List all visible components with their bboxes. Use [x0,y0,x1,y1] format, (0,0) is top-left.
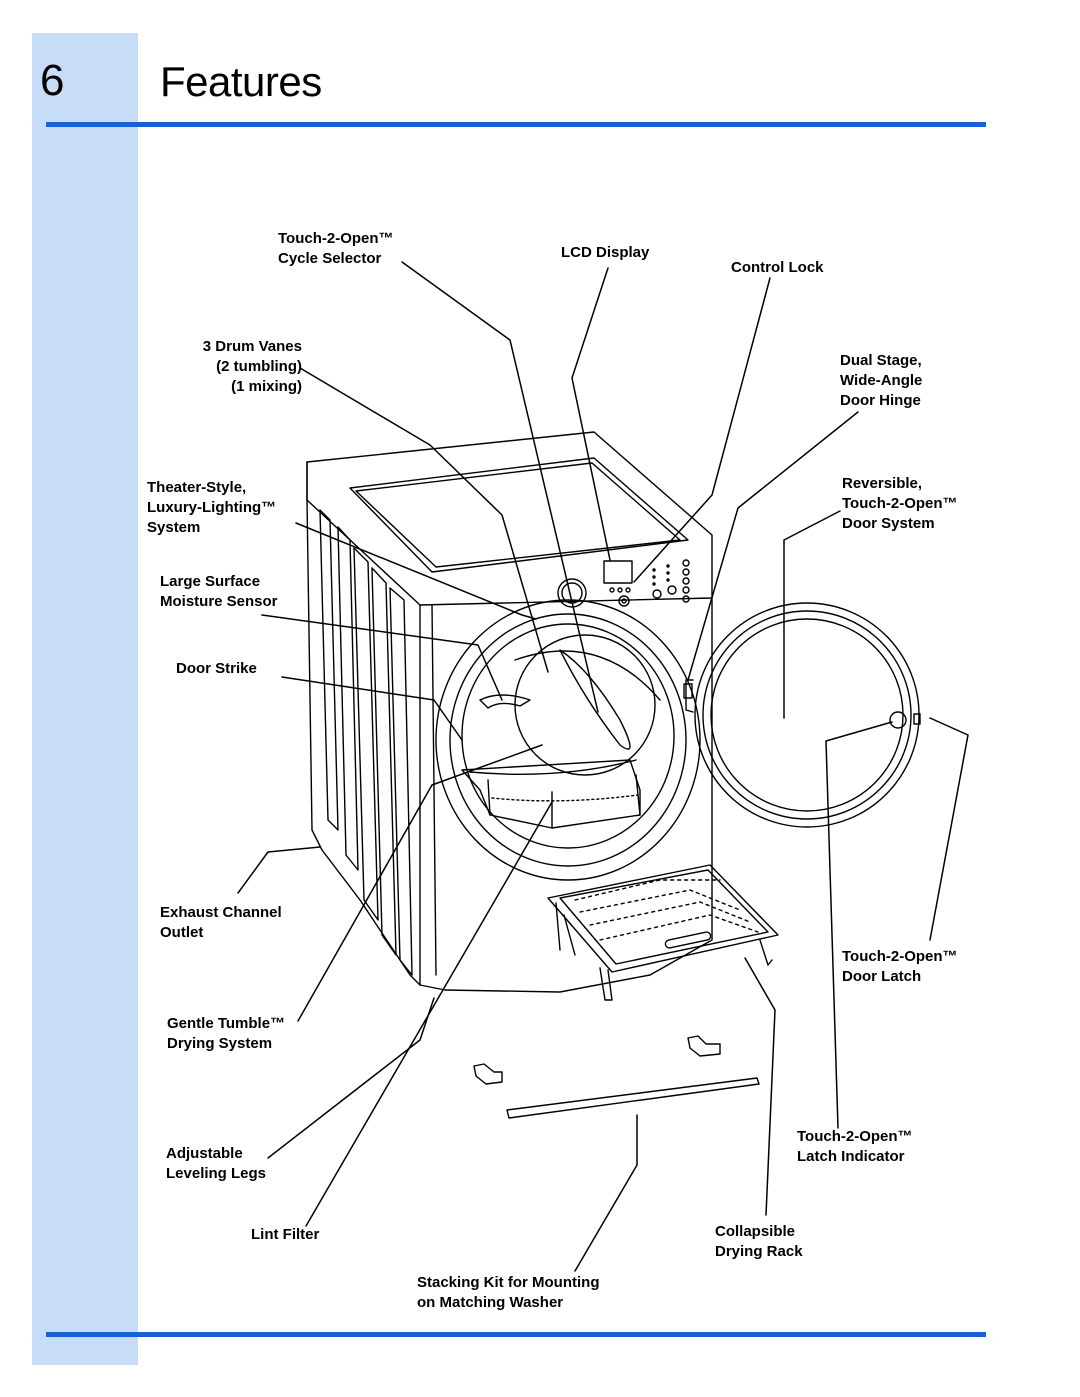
control-lock-callout: Control Lock [731,259,824,276]
stacking-kit-callout: Stacking Kit for Mounting on Matching Wa… [417,1274,600,1311]
exhaust-outlet-callout: Exhaust Channel Outlet [160,904,282,941]
drying-system-callout: Gentle Tumble™ Drying System [167,1015,286,1052]
drying-rack [547,864,779,1001]
drum-vanes-callout: 3 Drum Vanes (2 tumbling) (1 mixing) [202,338,302,395]
door-hinge-callout: Dual Stage, Wide-Angle Door Hinge [840,352,923,409]
stacking-kit [473,1035,760,1119]
callout-leaders [237,261,969,1272]
leveling-legs-callout: Adjustable Leveling Legs [166,1145,267,1182]
footer-rule [46,1332,986,1337]
lighting-system-callout: Theater-Style, Luxury-Lighting™ System [147,479,277,536]
door-latch-callout: Touch-2-Open™ Door Latch [842,948,958,985]
dryer-cabinet [306,431,713,993]
page-title: Features [160,58,322,105]
lcd-display-callout: LCD Display [561,244,650,261]
open-door [683,602,921,828]
door-strike-callout: Door Strike [176,660,257,677]
chapter-sidebar [32,33,138,1365]
drum-opening [435,599,701,881]
lint-filter-callout: Lint Filter [251,1226,320,1243]
cycle-selector-callout: Touch-2-Open™ Cycle Selector [278,230,394,267]
chapter-number: 6 [40,56,65,105]
control-panel [557,559,690,608]
latch-indicator-callout: Touch-2-Open™ Latch Indicator [797,1128,913,1165]
door-system-callout: Reversible, Touch-2-Open™ Door System [842,475,958,532]
drying-rack-callout: Collapsible Drying Rack [715,1223,803,1260]
header-rule [46,122,986,127]
moisture-sensor-callout: Large Surface Moisture Sensor [160,573,278,610]
